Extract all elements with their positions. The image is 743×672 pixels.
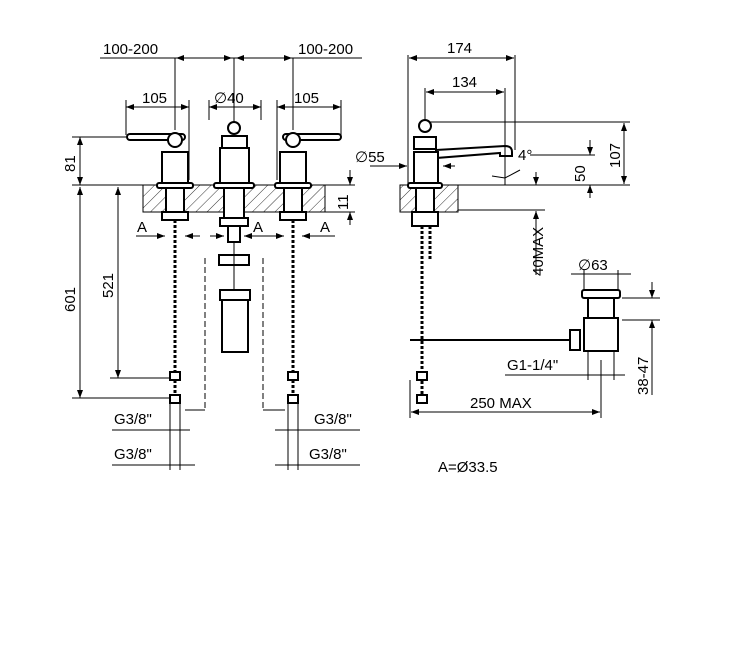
dim-total-height: 107 <box>607 143 624 168</box>
dim-spacing-right: 100-200 <box>298 41 353 58</box>
dim-deck-thickness: 11 <box>335 194 352 210</box>
dim-handle-right: 105 <box>294 90 319 107</box>
hole-label-left: A <box>137 219 147 236</box>
dim-total-length: 601 <box>62 287 79 312</box>
center-spout <box>185 121 285 411</box>
dim-drain-thread: G1-1/4" <box>507 357 558 374</box>
connection-left-2: G3/8" <box>114 446 152 463</box>
dim-spout-diameter: ∅40 <box>214 90 244 107</box>
dim-base-diameter: ∅55 <box>355 149 385 166</box>
dim-reach-outlet: 134 <box>452 74 477 91</box>
dim-outlet-height: 50 <box>572 165 589 182</box>
dim-drain-range: 38-47 <box>635 357 652 395</box>
dim-height-above-deck: 81 <box>62 155 79 172</box>
hole-diameter-note: A=Ø33.5 <box>438 459 498 476</box>
dim-rod-length: 250 MAX <box>470 395 532 412</box>
hole-label-center: A <box>253 219 263 236</box>
right-valve <box>274 132 342 404</box>
dim-deck-max: 40MAX <box>530 227 547 276</box>
connection-right-2: G3/8" <box>309 446 347 463</box>
left-valve <box>126 132 194 404</box>
dim-hose-length: 521 <box>100 273 117 298</box>
connection-left-1: G3/8" <box>114 411 152 428</box>
front-view: 100-200 100-200 105 ∅40 105 <box>62 41 362 470</box>
connection-right-1: G3/8" <box>314 411 352 428</box>
hole-label-right: A <box>320 219 330 236</box>
dim-spacing-left: 100-200 <box>103 41 158 58</box>
side-view: 174 134 ∅55 4° 50 107 40MAX ∅63 38-47 G1… <box>355 40 660 418</box>
dim-outlet-angle: 4° <box>518 147 532 164</box>
dim-handle-left: 105 <box>142 90 167 107</box>
dim-reach-total: 174 <box>447 40 472 57</box>
dim-drain-diameter: ∅63 <box>578 257 608 274</box>
